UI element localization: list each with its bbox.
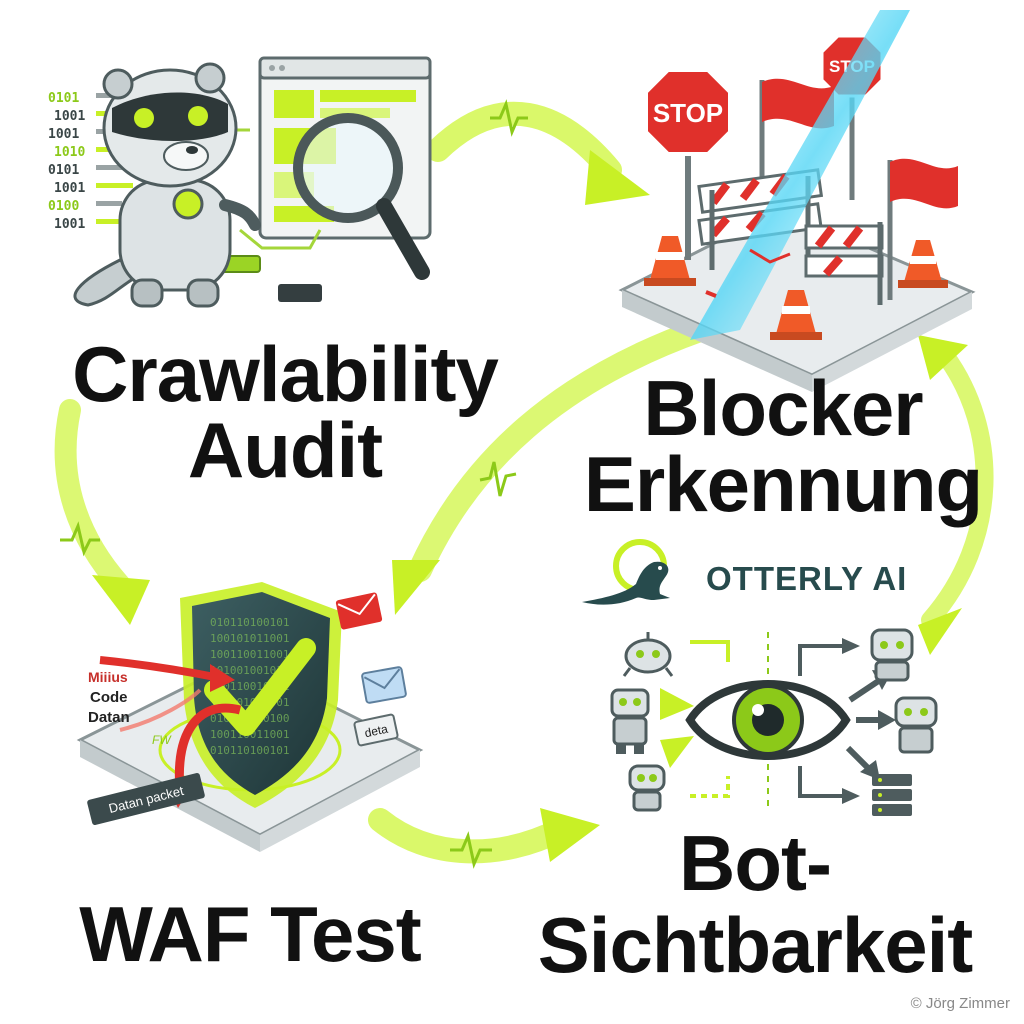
step-label-waf-test: WAF Test (30, 890, 470, 978)
step-label-line: Bot- (679, 819, 832, 907)
eye-icon (685, 680, 851, 760)
step-label-line: Sichtbarkeit (537, 901, 973, 989)
robot-icon (622, 632, 674, 677)
barrier-icon (804, 222, 884, 305)
shield-binary-row: 101001001010 (210, 664, 289, 677)
arrow-waf-to-bot (368, 808, 572, 864)
step-label-crawlability-audit: Crawlability Audit (20, 330, 550, 494)
bot-illustration (610, 628, 938, 816)
robot-icon (628, 764, 666, 812)
arrowhead-left-down (92, 575, 150, 625)
shield-binary-row: 010110100101 (210, 744, 289, 757)
binary-bar (96, 93, 116, 98)
arrow-crawl-down (54, 399, 131, 596)
copyright-notice: © Jörg Zimmer (910, 995, 1010, 1012)
envelope-icon (361, 666, 407, 704)
robot-icon (894, 696, 938, 754)
arrow-bot-to-blocker (921, 346, 994, 629)
otter-logo-icon (582, 539, 670, 605)
shield-check-icon: 010110100101 100101011001 100110011001 1010… (180, 582, 342, 808)
binary-bar (96, 219, 129, 224)
arrowhead-right-down (918, 608, 962, 655)
step-label-blocker-erkennung: Blocker Erkennung (548, 364, 1018, 528)
flow-arrows (54, 99, 994, 869)
arrowhead-blocker (585, 150, 650, 205)
blocker-illustration: STOP STOP (618, 10, 976, 392)
arrowhead-waf (392, 560, 440, 615)
arrowhead-bot (540, 808, 600, 862)
waf-tags: Miiius Code Datan FW (88, 669, 172, 747)
binary-bar (96, 183, 133, 188)
red-flag-icon (887, 158, 958, 300)
binary-bar (96, 201, 122, 206)
light-beam (690, 10, 910, 340)
binary-bar (96, 165, 126, 170)
arrow-blocker-to-waf (408, 318, 712, 582)
crawl-illustration: 0101 1001 1001 1010 0101 1001 0100 1001 (48, 56, 432, 308)
data-tag: deta (353, 713, 399, 747)
binary-row: 0101 (48, 91, 79, 106)
binary-row: 1001 (54, 109, 85, 124)
server-icon (872, 774, 912, 816)
binary-row: 1001 (54, 217, 85, 232)
envelope-icon (335, 592, 383, 630)
magnifier-icon (293, 113, 430, 280)
step-label-line: Crawlability (72, 330, 499, 418)
otter-robot-icon (73, 62, 261, 308)
data-tag-text: deta (363, 722, 389, 741)
traffic-cone-icon (898, 240, 948, 288)
binary-row: 0100 (48, 199, 79, 214)
binary-row: 1001 (54, 181, 85, 196)
robot-icon (870, 628, 914, 682)
arrow-crawl-to-blocker (426, 101, 622, 182)
step-label-bot-sichtbarkeit: Bot- Sichtbarkeit (500, 822, 1010, 986)
waf-illustration: 010110100101 100101011001 100110011001 1010… (76, 582, 424, 852)
step-label-line: Erkennung (583, 440, 983, 528)
binary-row: 0101 (48, 163, 79, 178)
shield-binary-row: 010110100101 (210, 616, 289, 629)
step-label-line: Audit (187, 406, 383, 494)
binary-row: 1010 (54, 145, 85, 160)
traffic-cone-icon (770, 290, 822, 340)
shield-binary-row: 100101011001 (210, 632, 289, 645)
traffic-cone-icon (644, 236, 696, 286)
arrowhead-right-up (918, 335, 968, 380)
fw-tag: FW (152, 733, 172, 747)
step-label-line: Blocker (643, 364, 923, 452)
brand-name: OTTERLY AI (706, 560, 908, 597)
tag-text: Datan (88, 709, 130, 726)
stop-sign-icon: STOP (644, 68, 732, 260)
binary-row: 1001 (48, 127, 79, 142)
tag-text: Code (90, 689, 128, 706)
tag-text: Miiius (88, 669, 128, 685)
step-label-line: WAF Test (79, 890, 422, 978)
brand-logo: OTTERLY AI (574, 536, 974, 612)
shield-binary-row: 100110011001 (210, 648, 289, 661)
robot-icon (610, 688, 650, 754)
stop-sign-text: STOP (653, 98, 723, 128)
